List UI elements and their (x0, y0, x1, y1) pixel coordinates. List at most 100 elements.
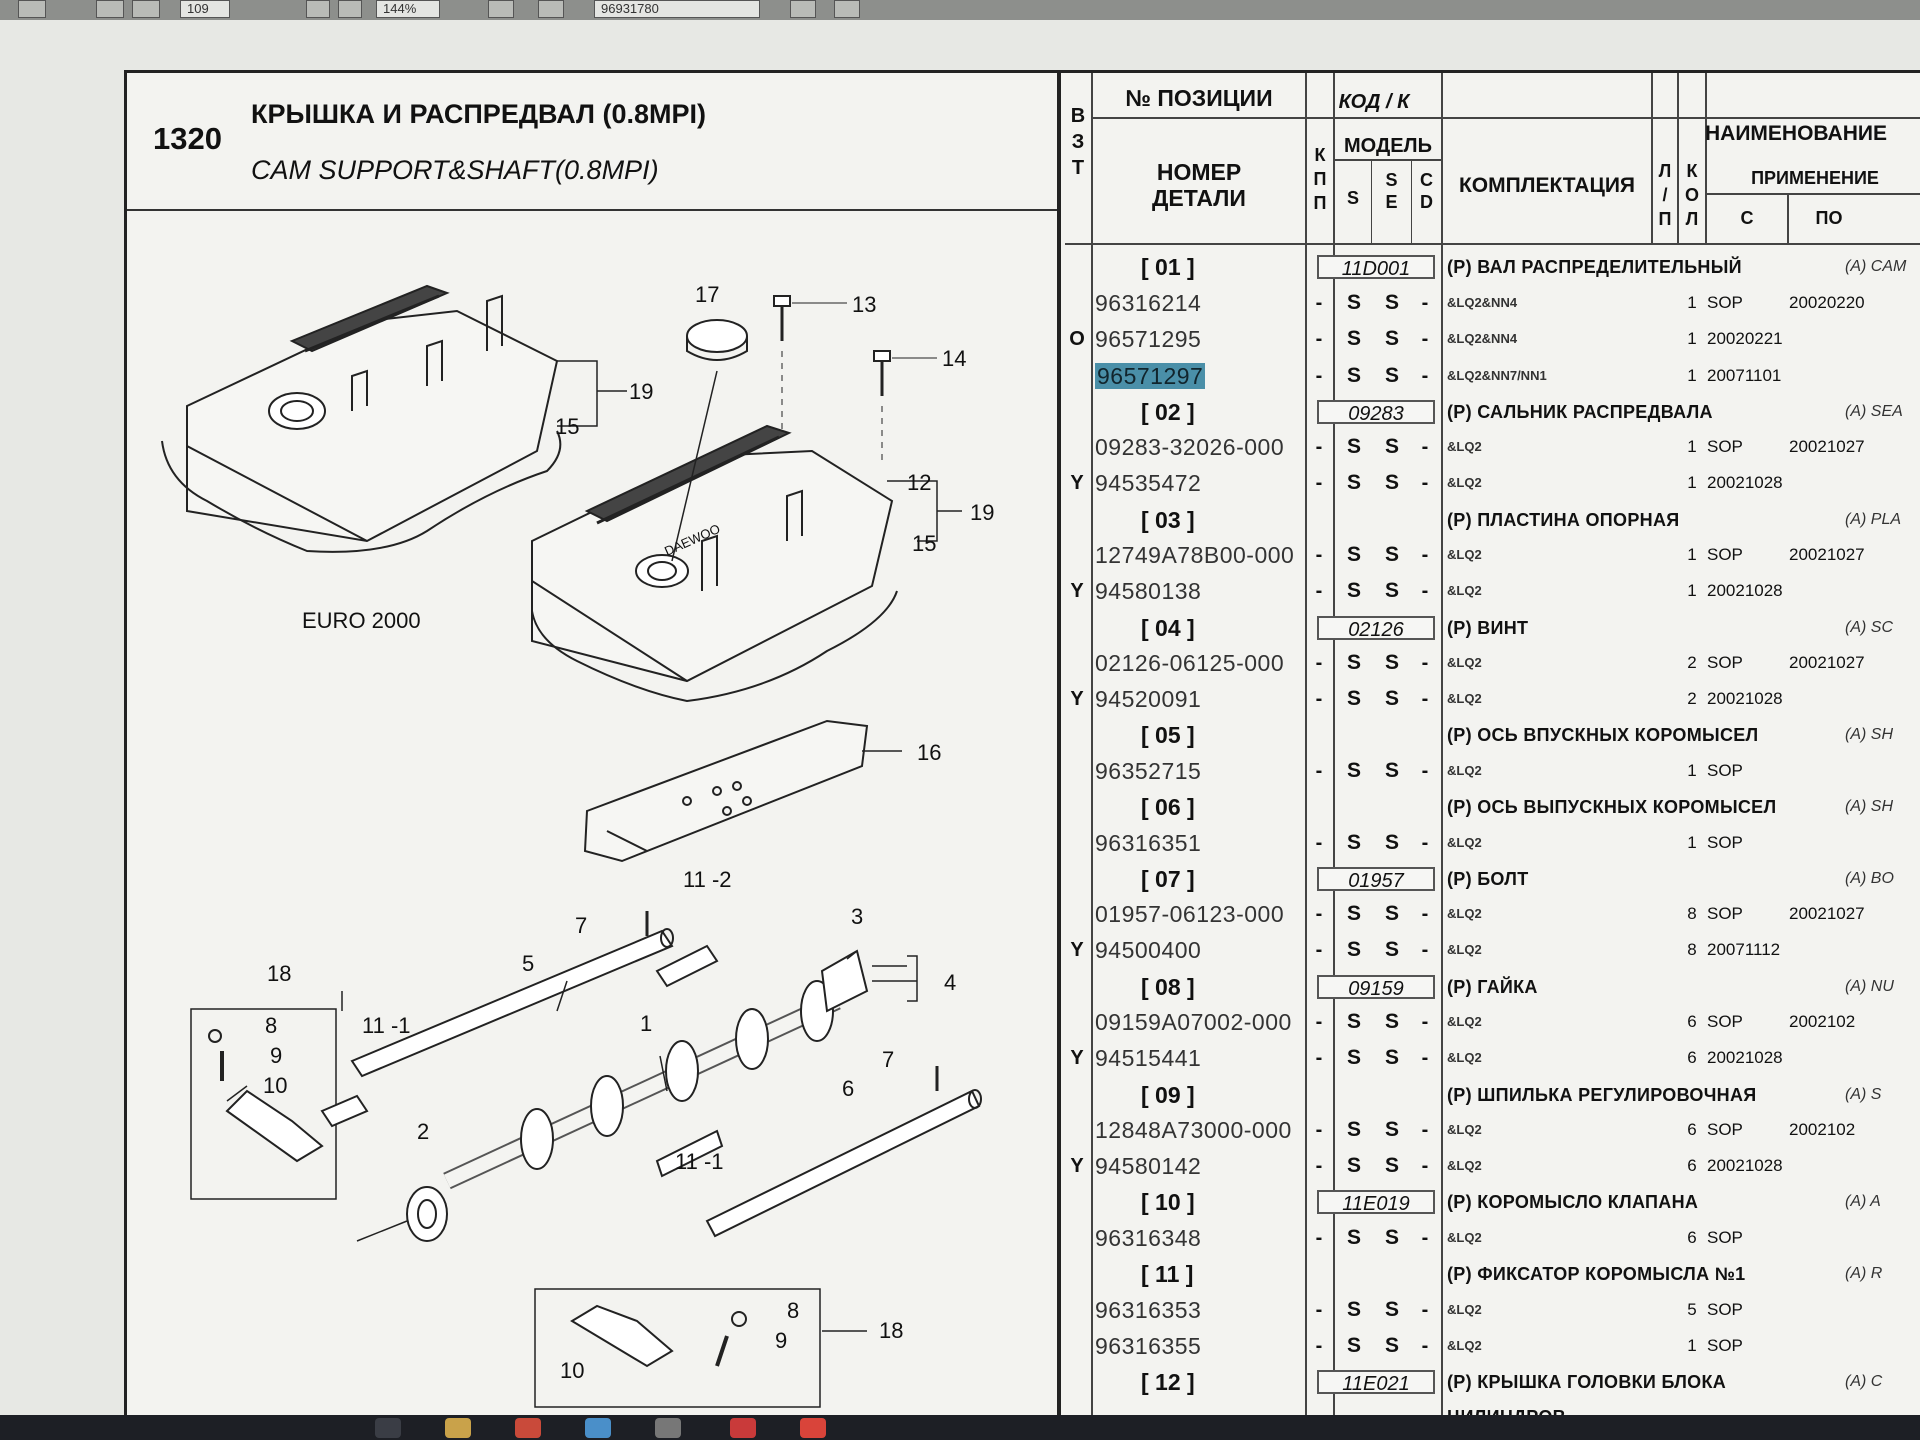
toolbar-button[interactable] (96, 0, 124, 18)
toolbar-button[interactable] (834, 0, 860, 18)
bolt-14[interactable] (873, 350, 937, 461)
taskbar-app-icon[interactable] (655, 1418, 681, 1438)
support-plate-3[interactable] (820, 949, 869, 1013)
model-cd-cell: - (1421, 688, 1429, 710)
taskbar-app-icon[interactable] (800, 1418, 826, 1438)
quantity-cell: 1 (1687, 437, 1697, 456)
taskbar-app-icon[interactable] (515, 1418, 541, 1438)
valid-to: 20021027 (1789, 653, 1865, 672)
callout-15-top: 15 (555, 414, 579, 439)
toolbar-button[interactable] (538, 0, 564, 18)
position-row[interactable]: [ 11 ](P) ФИКСАТОР КОРОМЫСЛА №1(A) R (1065, 1256, 1920, 1292)
position-row[interactable]: [ 03 ](P) ПЛАСТИНА ОПОРНАЯ(A) PLA (1065, 502, 1920, 538)
zoom-field[interactable]: 144% (376, 0, 440, 18)
toolbar-button[interactable] (132, 0, 160, 18)
side-cell (1655, 358, 1675, 394)
taskbar-app-icon[interactable] (375, 1418, 401, 1438)
position-number: [ 04 ] (1141, 615, 1195, 641)
cam-cover-euro2000[interactable] (161, 284, 562, 553)
rocker-fixer-right[interactable] (655, 1129, 724, 1178)
grid-line (1651, 73, 1653, 243)
side-cell (1655, 932, 1675, 968)
position-row[interactable]: [ 05 ](P) ОСЬ ВПУСКНЫХ КОРОМЫСЕЛ(A) SH (1065, 717, 1920, 753)
part-number: 09159A07002-000 (1095, 1009, 1292, 1035)
valid-from: 20021028 (1707, 581, 1783, 600)
model-s-cell: S (1346, 1154, 1361, 1177)
position-number: [ 10 ] (1141, 1189, 1195, 1215)
rocker-arm-right[interactable] (570, 1304, 747, 1368)
part-number: 94500400 (1095, 937, 1202, 963)
position-row[interactable]: [ 10 ]11E019(P) КОРОМЫСЛО КЛАПАНА(A) A (1065, 1184, 1920, 1220)
callout-1: 1 (640, 1011, 652, 1036)
intake-rocker-shaft[interactable] (350, 928, 674, 1078)
camshaft[interactable] (443, 980, 841, 1190)
gearbox-cell: - (1315, 328, 1323, 350)
callout-9-left: 9 (270, 1043, 282, 1068)
kit-code: &LQ2 (1447, 906, 1482, 921)
rocker-arm-left[interactable] (208, 1029, 324, 1163)
part-name: (P) ПЛАСТИНА ОПОРНАЯ (1447, 510, 1680, 530)
search-field[interactable]: 96931780 (594, 0, 760, 18)
position-row[interactable]: [ 01 ]11D001(P) ВАЛ РАСПРЕДЕЛИТЕЛЬНЫЙ(A)… (1065, 249, 1920, 285)
camshaft-oil-seal[interactable] (356, 1186, 448, 1242)
toolbar-button[interactable] (18, 0, 46, 18)
toolbar-button[interactable] (790, 0, 816, 18)
position-row[interactable]: [ 02 ]09283(P) САЛЬНИК РАСПРЕДВАЛА(A) SE… (1065, 394, 1920, 430)
label-euro-2000: EURO 2000 (302, 608, 421, 633)
part-name: (P) ШПИЛЬКА РЕГУЛИРОВОЧНАЯ (1447, 1085, 1757, 1105)
rocker-fixer-top[interactable] (655, 944, 719, 988)
cam-cover[interactable] (531, 424, 898, 703)
valid-from: SOP (1707, 653, 1743, 672)
taskbar-app-icon[interactable] (730, 1418, 756, 1438)
support-plate[interactable] (583, 719, 869, 863)
quantity-cell: 6 (1687, 1156, 1697, 1175)
kit-code: &LQ2 (1447, 655, 1482, 670)
side-cell (1655, 1220, 1675, 1256)
exhaust-rocker-shaft[interactable] (705, 1089, 982, 1238)
position-row[interactable]: [ 07 ]01957(P) БОЛТ(A) BO (1065, 861, 1920, 897)
model-s-cell: S (1346, 938, 1361, 961)
toolbar-button[interactable] (488, 0, 514, 18)
page-number-field[interactable]: 109 (180, 0, 230, 18)
position-row[interactable]: [ 04 ]02126(P) ВИНТ(A) SC (1065, 610, 1920, 646)
toolbar-button[interactable] (338, 0, 362, 18)
valid-to: 20020220 (1789, 293, 1865, 312)
position-row[interactable]: [ 06 ](P) ОСЬ ВЫПУСКНЫХ КОРОМЫСЕЛ(A) SH (1065, 789, 1920, 825)
grid-line (1707, 193, 1920, 195)
bolt-13[interactable] (773, 295, 847, 431)
taskbar-app-icon[interactable] (445, 1418, 471, 1438)
oil-filler-cap[interactable] (671, 319, 748, 562)
part-name-en: (A) NU (1845, 978, 1894, 995)
position-row[interactable]: [ 08 ]09159(P) ГАЙКА(A) NU (1065, 969, 1920, 1005)
selected-part-number[interactable]: 96571297 (1095, 363, 1206, 389)
toolbar-button[interactable] (306, 0, 330, 18)
valid-from: SOP (1707, 1300, 1743, 1319)
quantity-cell: 1 (1687, 761, 1697, 780)
valid-from: SOP (1707, 1012, 1743, 1031)
position-row[interactable]: [ 09 ](P) ШПИЛЬКА РЕГУЛИРОВОЧНАЯ(A) S (1065, 1077, 1920, 1113)
taskbar-app-icon[interactable] (585, 1418, 611, 1438)
position-row[interactable]: [ 12 ]11E021(P) КРЫШКА ГОЛОВКИ БЛОКА(A) … (1065, 1364, 1920, 1400)
rocker-fixer-left[interactable] (320, 1094, 369, 1128)
